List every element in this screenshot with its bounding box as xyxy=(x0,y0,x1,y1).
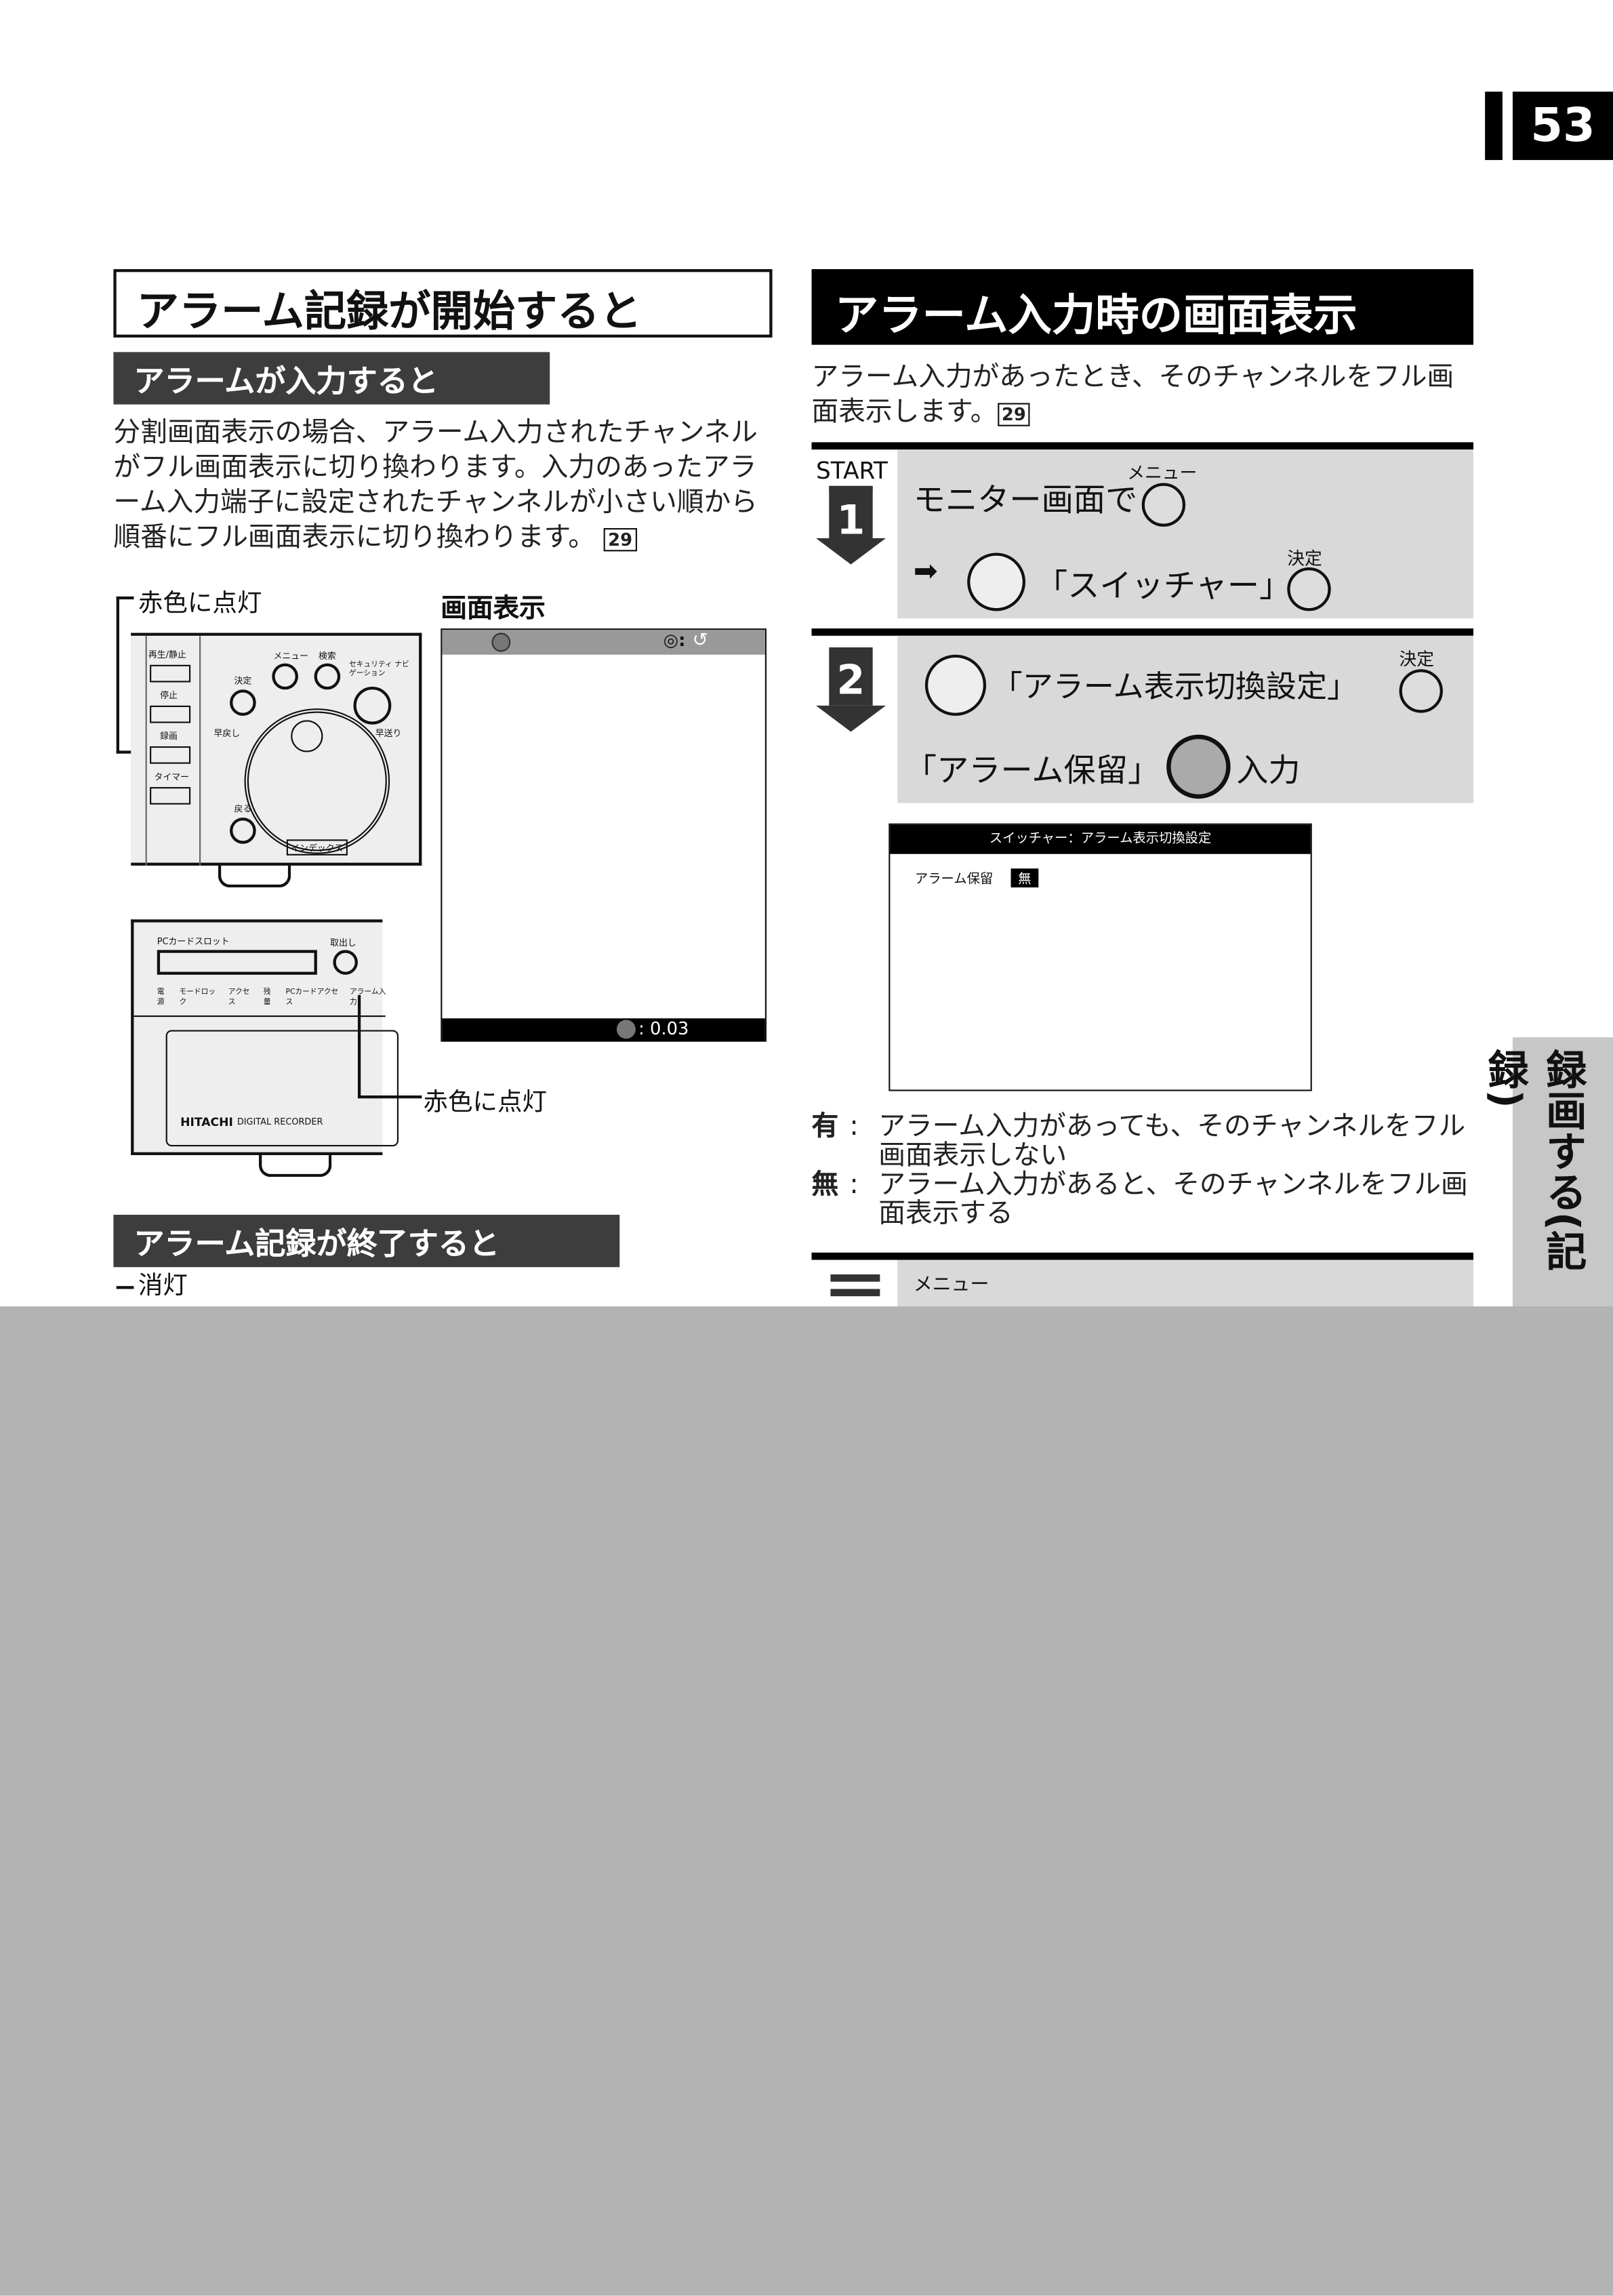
button-label: 早戻し xyxy=(213,729,241,740)
page-number: 53 xyxy=(1512,92,1613,161)
step-text: 「アラーム表示切換設定」 xyxy=(992,669,1358,704)
down-arrow-icon xyxy=(815,538,886,565)
subheading: アラームが入力すると xyxy=(113,352,550,405)
step-3-panel xyxy=(897,1260,1473,1310)
elapsed-time: : 0.03 xyxy=(638,1018,689,1039)
screen-label: 画面表示 xyxy=(441,593,546,624)
step-text: 「アラーム保留」 xyxy=(904,753,1160,790)
repeat-icon: ↺ xyxy=(692,630,708,652)
leader-line xyxy=(357,1095,422,1099)
option-list: 有:アラーム入力があっても、そのチャンネルをフル画面表示しない 無:アラーム入力… xyxy=(811,1111,1468,1230)
button-label: タイマー xyxy=(154,772,190,783)
step-number: 1 xyxy=(829,485,873,544)
page-marker xyxy=(1485,92,1503,161)
disk-icon: ◎: xyxy=(663,630,686,651)
step-text: モニター画面で xyxy=(913,483,1138,520)
enter-button-icon xyxy=(1287,567,1331,611)
monitor-screen: ◎: ↺ : 0.03 xyxy=(441,628,767,1042)
menu-label: メニュー xyxy=(1127,462,1198,483)
button-label: メニュー xyxy=(273,651,309,662)
arrow-right-icon: ➡ xyxy=(913,552,938,588)
enter-button xyxy=(230,689,256,716)
enter-label: 決定 xyxy=(1399,649,1435,670)
button-label: 録画 xyxy=(160,731,178,742)
menu-value[interactable]: 無 xyxy=(1010,868,1039,888)
button-label: 再生/静止 xyxy=(148,650,186,661)
button-label: 停止 xyxy=(160,691,178,702)
menu-item: アラーム保留 xyxy=(914,872,994,888)
menu-button-icon xyxy=(1141,483,1186,527)
down-arrow-icon xyxy=(815,705,886,732)
subheading: アラーム記録が終了すると xyxy=(113,1214,620,1268)
label-red: 赤色に点灯 xyxy=(423,1088,547,1118)
leader-line xyxy=(357,994,361,1097)
step-text: 「スイッチャー」 xyxy=(1036,569,1292,605)
button-label: インデックス xyxy=(286,839,348,855)
button-label: 戻る xyxy=(234,804,252,815)
label-red: 赤色に点灯 xyxy=(138,589,262,619)
label-off: 消灯 xyxy=(138,1271,188,1301)
step-number: 2 xyxy=(829,647,873,706)
jog-dial-icon xyxy=(967,552,1026,611)
overlay xyxy=(0,1306,1613,2296)
page-ref[interactable]: 29 xyxy=(603,528,637,552)
button-label: 早送り xyxy=(375,729,402,740)
record-icon xyxy=(616,1020,636,1039)
section-title: アラーム記録が開始すると xyxy=(113,269,773,338)
section-title: アラーム入力時の画面表示 xyxy=(811,269,1473,345)
button-label: セキュリティ ナビゲーション xyxy=(349,660,409,679)
step-text: 入力 xyxy=(1236,753,1301,790)
paragraph: アラーム入力があったとき、そのチャンネルをフル画面表示します。29 xyxy=(811,362,1454,428)
button-label: 検索 xyxy=(318,651,336,662)
leader-line xyxy=(116,596,134,754)
button-label: 決定 xyxy=(234,676,252,687)
menu-screen-title: スイッチャー：アラーム表示切換設定 xyxy=(890,824,1311,854)
record-icon xyxy=(491,632,511,652)
enter-button-icon xyxy=(1399,669,1443,713)
leader-line xyxy=(116,1286,134,1289)
paragraph: 分割画面表示の場合、アラーム入力されたチャンネルがフル画面表示に切り換わります。… xyxy=(113,417,758,553)
chapter-tab[interactable]: 録画する(記録) xyxy=(1482,1037,1613,1314)
enter-label: 決定 xyxy=(1287,548,1322,569)
jog-dial-icon xyxy=(924,654,987,716)
device-front-panel: 再生/静止 停止 録画 タイマー 決定 メニュー 検索 セキュリティ ナビゲーシ… xyxy=(131,632,422,866)
jog-dial-press-icon xyxy=(1166,734,1231,799)
start-label: START xyxy=(815,456,888,485)
menu-label: メニュー xyxy=(913,1274,989,1297)
menu-screen: スイッチャー：アラーム表示切換設定 アラーム保留 無 xyxy=(889,823,1312,1091)
step-number xyxy=(830,1274,880,1297)
page-ref[interactable]: 29 xyxy=(997,403,1031,426)
jog-dial xyxy=(244,708,390,854)
